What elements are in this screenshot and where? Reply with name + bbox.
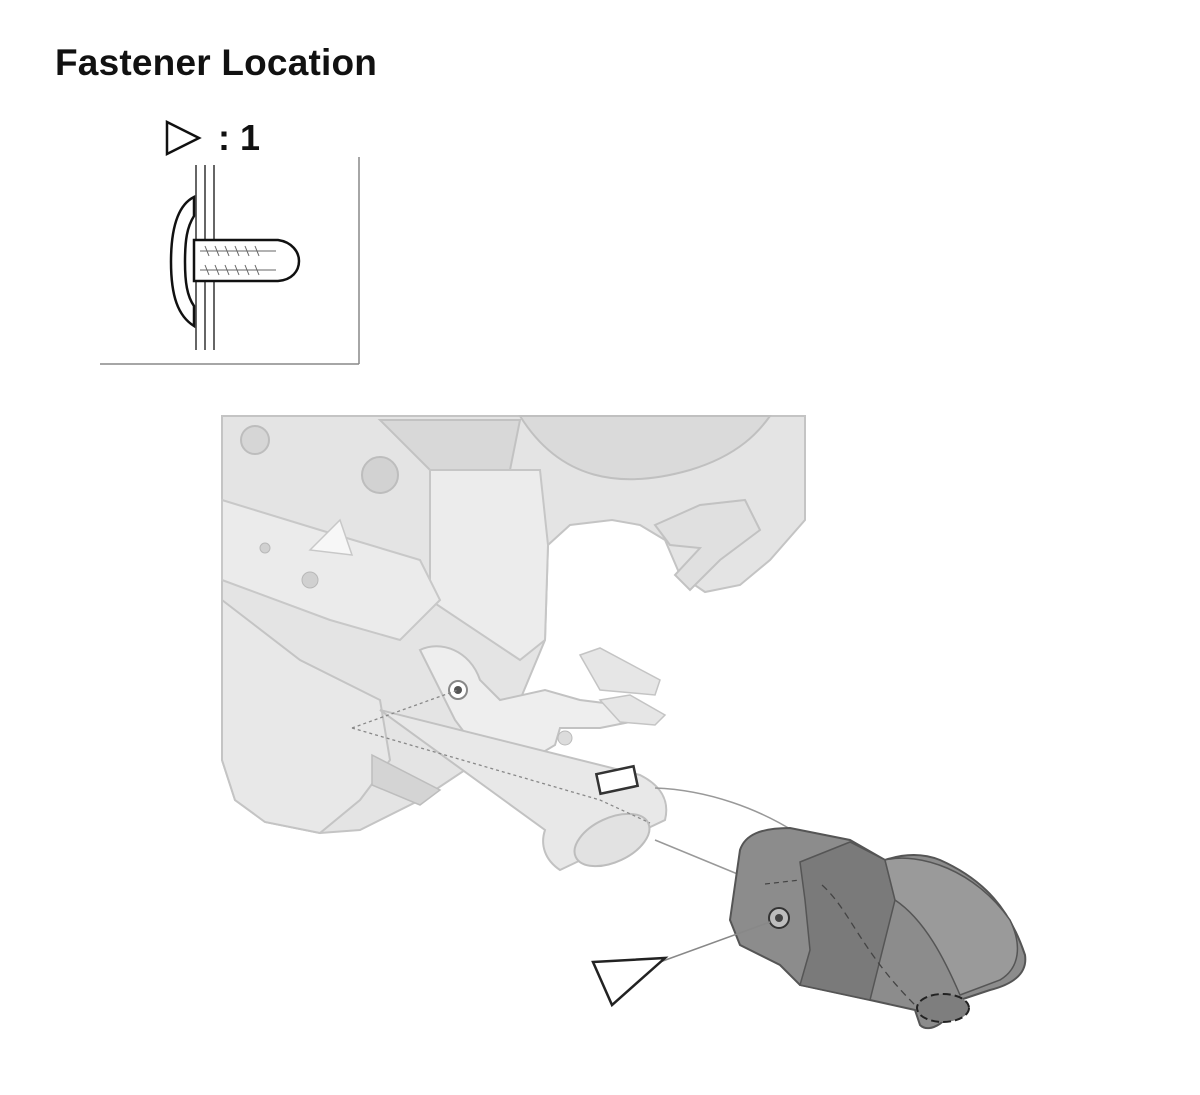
- legend: : 1: [164, 118, 260, 158]
- seat-frame: [221, 415, 806, 872]
- clip-shaft: [192, 238, 301, 283]
- fastener-leader-line: [659, 921, 771, 963]
- diagram-title: Fastener Location: [55, 42, 378, 83]
- fastener-marker-icon: [591, 956, 669, 1008]
- seat-track-cover: [728, 826, 1027, 1030]
- hollow-triangle-icon: [165, 119, 202, 157]
- guide-lines: [351, 689, 651, 824]
- slot-opening: [594, 764, 640, 796]
- clip-thread-lines: [200, 245, 276, 276]
- clip-head: [169, 194, 196, 329]
- legend-count-text: : 1: [218, 117, 261, 158]
- alignment-lines: [654, 787, 796, 876]
